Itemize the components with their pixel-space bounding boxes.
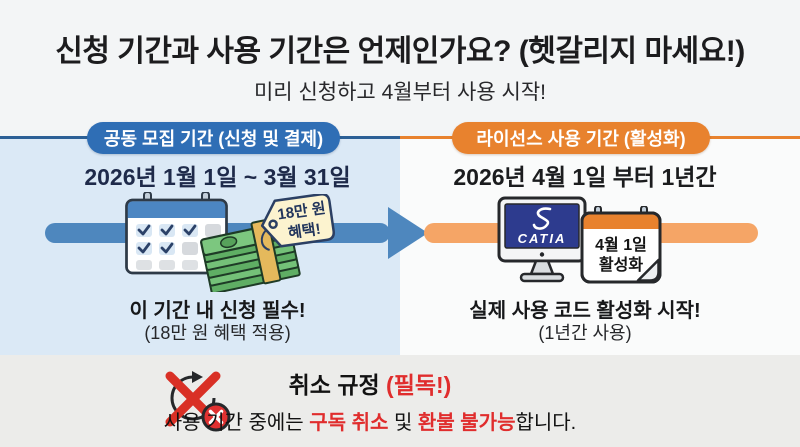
recruit-date-range: 2026년 1월 1일 ~ 3월 31일 — [84, 164, 351, 190]
cancel-notice-seg3: 합니다. — [515, 412, 577, 434]
license-caption-sub: (1년간 사용) — [538, 323, 632, 343]
benefit-tag-line1: 18만 원 — [276, 200, 326, 224]
no-cancel-icon — [165, 371, 231, 432]
benefit-tag-line2: 혜택! — [287, 220, 322, 242]
cancel-notice-red1: 구독 취소 — [309, 412, 389, 434]
recruit-period-pill: 공동 모집 기간 (신청 및 결제) — [87, 122, 340, 154]
cancel-notice-seg1: 사용 기간 중에는 — [163, 412, 310, 434]
license-period-pill: 라이선스 사용 기간 (활성화) — [452, 122, 710, 154]
cancel-notice-badge: (필독!) — [386, 372, 452, 398]
benefit-tag-icon: 18만 원 혜택! — [260, 194, 335, 251]
recruit-caption-sub: (18만 원 혜택 적용) — [144, 323, 291, 343]
money-stack-icon — [200, 218, 301, 292]
activation-note-line2: 활성화 — [599, 255, 643, 274]
recruit-period-label: 공동 모집 기간 (신청 및 결제) — [103, 129, 324, 149]
catia-monitor-icon: CATIA — [497, 196, 587, 283]
license-date-range: 2026년 4월 1일 부터 1년간 — [453, 164, 717, 190]
ds-logo-icon — [532, 207, 552, 230]
cancel-notice-title: 취소 규정 — [288, 372, 380, 398]
cancel-notice-text: 취소 규정 (필독!) 사용 기간 중에는 구독 취소 및 환불 불가능합니다. — [60, 366, 680, 435]
activation-note-line1: 4월 1일 — [595, 236, 647, 254]
cancel-notice-seg2: 및 — [388, 412, 418, 434]
page-subtitle: 미리 신청하고 4월부터 사용 시작! — [253, 81, 546, 104]
license-period-label: 라이선스 사용 기간 (활성화) — [476, 129, 686, 149]
timeline-arrowhead-icon — [388, 207, 428, 259]
license-caption: 실제 사용 코드 활성화 시작! — [469, 300, 701, 322]
note-folded-corner — [636, 258, 660, 282]
catia-brand-label: CATIA — [518, 231, 567, 246]
page-title: 신청 기간과 사용 기간은 언제인가요? (헷갈리지 마세요!) — [55, 35, 745, 68]
cancel-notice-bar: 취소 규정 (필독!) 사용 기간 중에는 구독 취소 및 환불 불가능합니다. — [0, 355, 800, 447]
activation-note-icon: 4월 1일 활성화 — [580, 206, 662, 284]
recruit-caption: 이 기간 내 신청 필수! — [129, 300, 306, 322]
cancel-notice-red2: 환불 불가능 — [417, 412, 516, 434]
monitor-camera-dot — [539, 252, 545, 257]
